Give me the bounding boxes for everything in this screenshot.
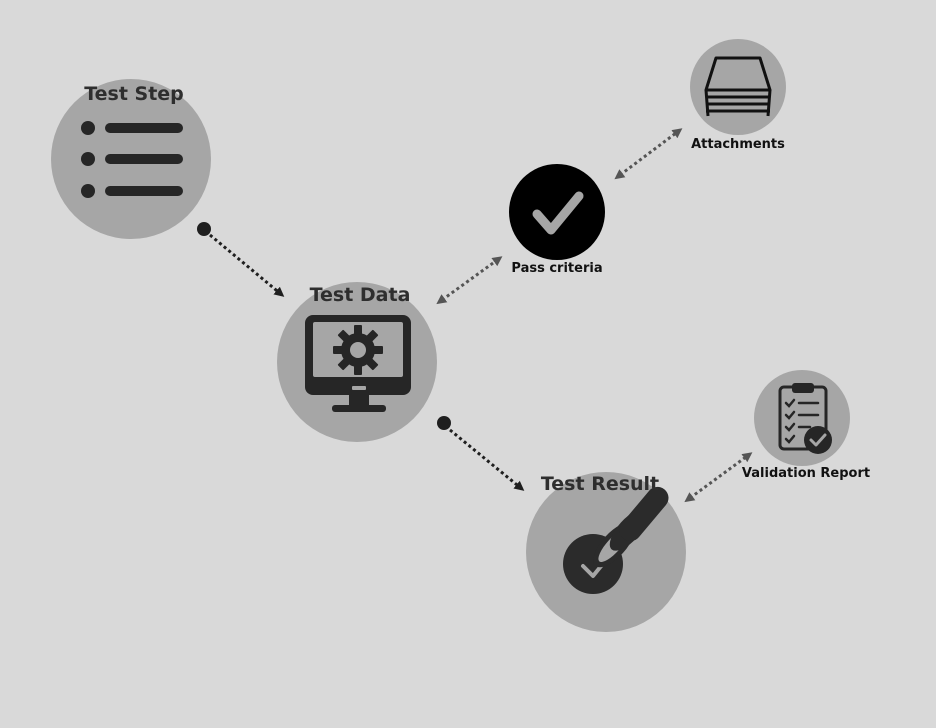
node-validation-report [754, 370, 850, 466]
test-step-label: Test Step [84, 83, 184, 105]
checkmark-icon [532, 191, 584, 235]
test-result-label: Test Result [540, 473, 660, 495]
test-data-label: Test Data [309, 284, 411, 306]
stacked-trays-icon [704, 56, 772, 117]
pass-criteria-label: Pass criteria [511, 261, 603, 276]
connector-pass-attachments [614, 128, 683, 180]
connector-data-pass [436, 256, 503, 305]
attachments-label: Attachments [691, 137, 785, 152]
node-test-result [526, 472, 686, 632]
node-test-step [51, 79, 211, 239]
stamp-icon [563, 486, 669, 594]
connector-data-to-result [437, 416, 525, 491]
connector-step-to-data [197, 222, 285, 297]
node-attachments [690, 39, 786, 135]
node-pass-criteria [509, 164, 605, 260]
clipboard-check-icon [778, 383, 832, 454]
monitor-gear-icon [305, 315, 411, 412]
validation-report-label: Validation Report [741, 466, 871, 481]
connector-result-report [684, 452, 753, 503]
list-icon [81, 121, 183, 198]
node-test-data [277, 282, 437, 442]
